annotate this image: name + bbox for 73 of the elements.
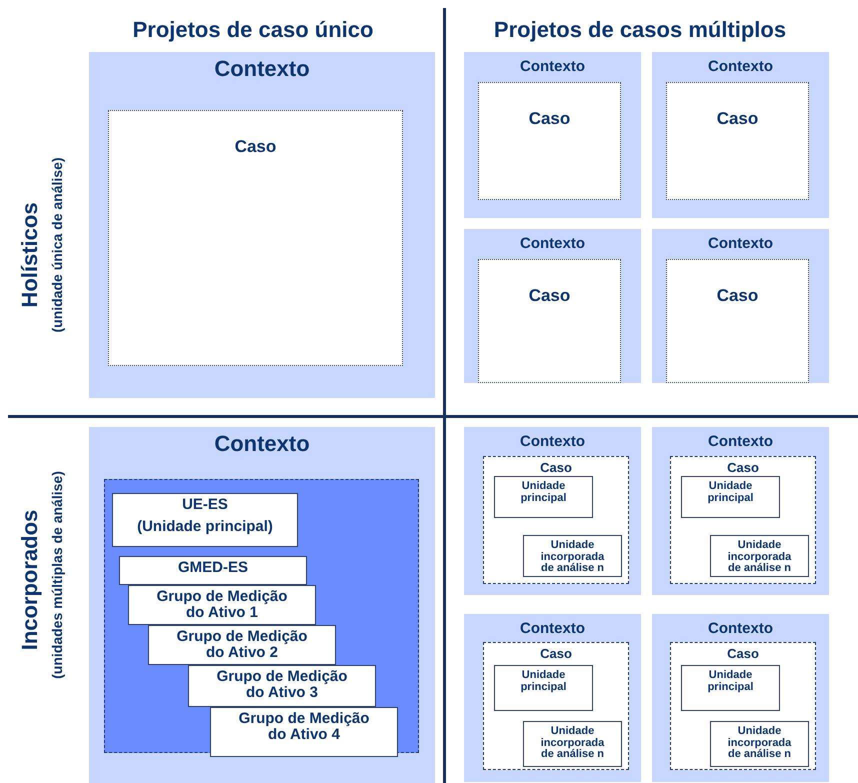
box-text: Grupo de Medição do Ativo 3 (216, 669, 348, 700)
box-text: Unidade principal (706, 670, 754, 694)
context-box (652, 229, 829, 383)
box-text: UE-ES (181, 497, 229, 513)
case-box (666, 259, 809, 383)
unit-box (119, 556, 307, 585)
box-text: Unidade incorporada de análise n (540, 540, 606, 575)
row-heading: Holísticos (19, 202, 41, 308)
box-title: Caso (726, 646, 760, 661)
box-title: Contexto (519, 235, 586, 252)
unit-box (112, 493, 298, 547)
box-title: Contexto (519, 58, 586, 75)
box-subtext: (Unidade principal) (136, 518, 274, 534)
row-subheading: (unidades múltiplas de análise) (50, 471, 64, 679)
box-title: Contexto (707, 433, 774, 450)
context-box (464, 52, 641, 218)
box-text: GMED-ES (176, 560, 249, 576)
box-title: Contexto (707, 235, 774, 252)
box-title: Contexto (213, 431, 311, 457)
case-box (478, 259, 621, 383)
unit-box (681, 665, 780, 711)
box-title: Caso (539, 646, 573, 661)
unit-box (523, 535, 622, 577)
unit-box (710, 535, 809, 577)
context-box (89, 427, 435, 783)
box-text: Unidade incorporada de análise n (726, 726, 792, 761)
box-title: Contexto (519, 433, 586, 450)
unit-box (681, 476, 780, 518)
box-text: Unidade incorporada de análise n (540, 726, 606, 761)
unit-box (210, 707, 398, 757)
box-title: Caso (528, 109, 572, 129)
box-title: Contexto (707, 620, 774, 637)
box-title: Caso (716, 109, 760, 129)
column-heading: Projetos de caso único (132, 19, 374, 41)
context-box (652, 614, 829, 782)
context-box (652, 52, 829, 218)
box-text: Unidade incorporada de análise n (726, 540, 792, 575)
context-box (464, 427, 641, 595)
box-text: Grupo de Medição do Ativo 4 (238, 711, 370, 742)
box-title: Contexto (519, 620, 586, 637)
unit-box (523, 721, 622, 767)
case-box (108, 110, 403, 366)
box-text: Unidade principal (520, 481, 568, 504)
box-text: Unidade principal (706, 481, 754, 504)
box-text: Grupo de Medição do Ativo 1 (156, 589, 288, 620)
box-title: Caso (716, 286, 760, 306)
case-box (483, 642, 629, 770)
box-title: Caso (528, 286, 572, 306)
unit-box (494, 476, 593, 518)
context-box (464, 229, 641, 383)
case-box (478, 82, 621, 200)
box-text: Grupo de Medição do Ativo 2 (176, 629, 308, 660)
case-box (670, 642, 816, 770)
case-box (666, 82, 809, 200)
column-heading: Projetos de casos múltiplos (494, 19, 786, 41)
box-title: Contexto (213, 56, 311, 82)
box-title: Contexto (707, 58, 774, 75)
row-subheading: (unidade única de análise) (50, 157, 64, 333)
unit-box (494, 665, 593, 711)
case-box (670, 456, 816, 584)
unit-box (710, 721, 809, 767)
case-box (483, 456, 629, 584)
context-box (652, 427, 829, 595)
context-box (464, 614, 641, 782)
box-title: Caso (539, 460, 573, 475)
unit-box (188, 665, 376, 707)
box-text: Unidade principal (520, 670, 568, 694)
row-heading: Incorporados (19, 510, 41, 650)
unit-box (148, 625, 336, 665)
box-title: Caso (726, 460, 760, 475)
box-title: Caso (234, 137, 278, 157)
context-box (89, 52, 435, 398)
unit-box (128, 585, 316, 625)
